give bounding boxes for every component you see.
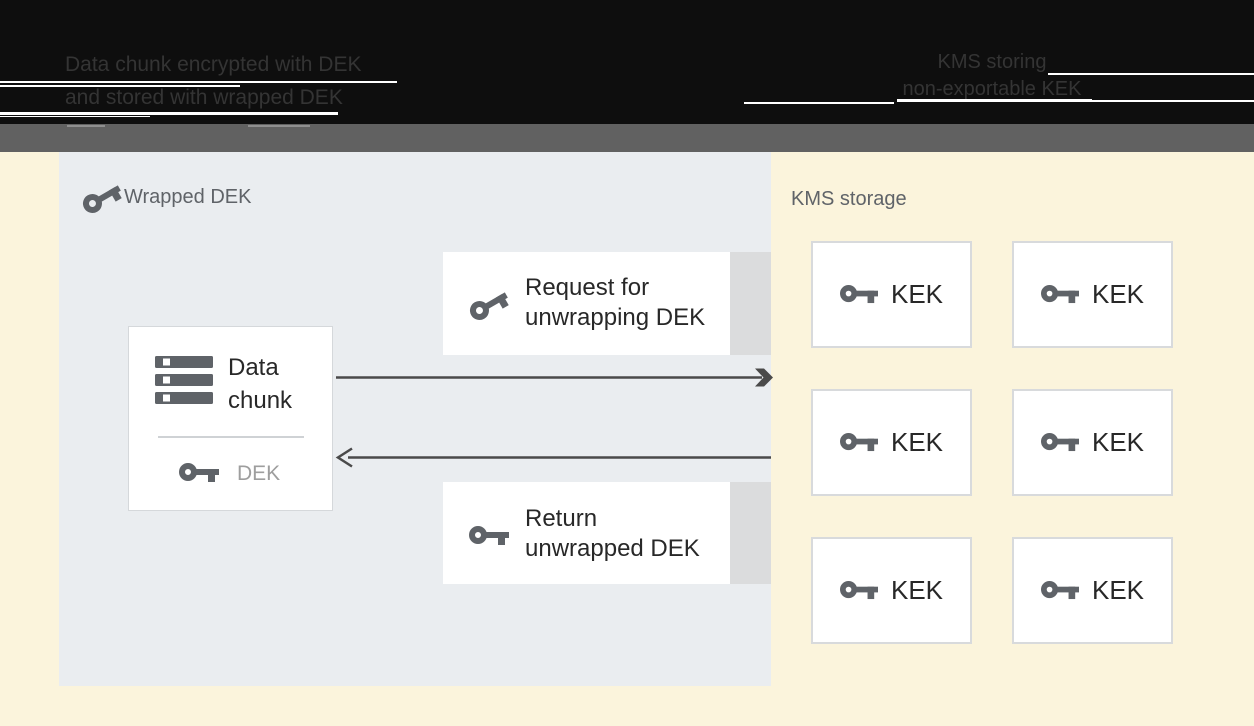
render-artifact-line [897, 99, 1092, 102]
key-icon [1040, 432, 1079, 452]
key-tilted-icon [82, 185, 122, 213]
render-artifact-line [1048, 72, 1254, 75]
box-side-strip [730, 252, 771, 355]
kek-card: KEK [1012, 389, 1173, 496]
kek-card: KEK [811, 241, 972, 348]
return-unwrapped-box: Return unwrapped DEK [443, 482, 771, 584]
key-tilted-icon [469, 292, 509, 320]
right-caption: KMS storing non-exportable KEK [877, 49, 1107, 103]
kek-label: KEK [890, 575, 944, 605]
right-caption-line2: non-exportable KEK [902, 78, 1082, 100]
kms-storage-label: KMS storage [791, 188, 907, 210]
key-icon [179, 463, 219, 482]
kek-card: KEK [1012, 537, 1173, 644]
render-artifact-line [248, 125, 310, 127]
key-icon [839, 284, 878, 304]
data-chunk-label: Data chunk [228, 354, 293, 414]
kek-label: KEK [1091, 575, 1145, 605]
render-artifact-line [0, 84, 240, 87]
wrapped-dek-panel-header [78, 176, 126, 216]
key-icon [839, 581, 878, 600]
kek-card: KEK [811, 389, 972, 496]
diagram-canvas: Wrapped DEK KMS storage Data chunk [0, 152, 1254, 726]
request-unwrap-label: Request for unwrapping DEK [525, 274, 706, 331]
render-artifact-line [67, 125, 105, 127]
return-unwrapped-label: Return unwrapped DEK [525, 505, 700, 562]
kek-label: KEK [1091, 427, 1145, 457]
kek-label: KEK [1091, 279, 1145, 309]
left-caption-line2: and stored with wrapped DEK [65, 86, 343, 109]
dark-header: Data chunk encrypted with DEK and stored… [0, 0, 1254, 124]
key-icon [1040, 284, 1079, 304]
key-icon [1040, 581, 1079, 600]
key-icon [839, 432, 878, 452]
render-artifact-line [0, 116, 150, 117]
data-chunk-box: Data chunk DEK [128, 326, 333, 511]
kek-card: KEK [1012, 241, 1173, 348]
render-artifact-line [1092, 100, 1254, 102]
gray-band [0, 124, 1254, 152]
kek-card: KEK [811, 537, 972, 644]
right-caption-line1: KMS storing [937, 51, 1047, 73]
dek-label: DEK [237, 462, 281, 485]
left-caption-line1: Data chunk encrypted with DEK [65, 53, 362, 76]
wrapped-dek-label: Wrapped DEK [124, 186, 252, 208]
box-side-strip [730, 482, 771, 584]
key-icon [469, 526, 509, 545]
render-artifact-line [0, 81, 397, 83]
render-artifact-line [0, 112, 338, 115]
data-stack-icon [155, 356, 213, 404]
request-unwrap-box: Request for unwrapping DEK [443, 252, 771, 355]
kek-label: KEK [890, 427, 944, 457]
left-caption: Data chunk encrypted with DEK and stored… [65, 48, 361, 114]
kek-label: KEK [890, 279, 944, 309]
divider [158, 436, 304, 438]
render-artifact-line [744, 101, 894, 104]
